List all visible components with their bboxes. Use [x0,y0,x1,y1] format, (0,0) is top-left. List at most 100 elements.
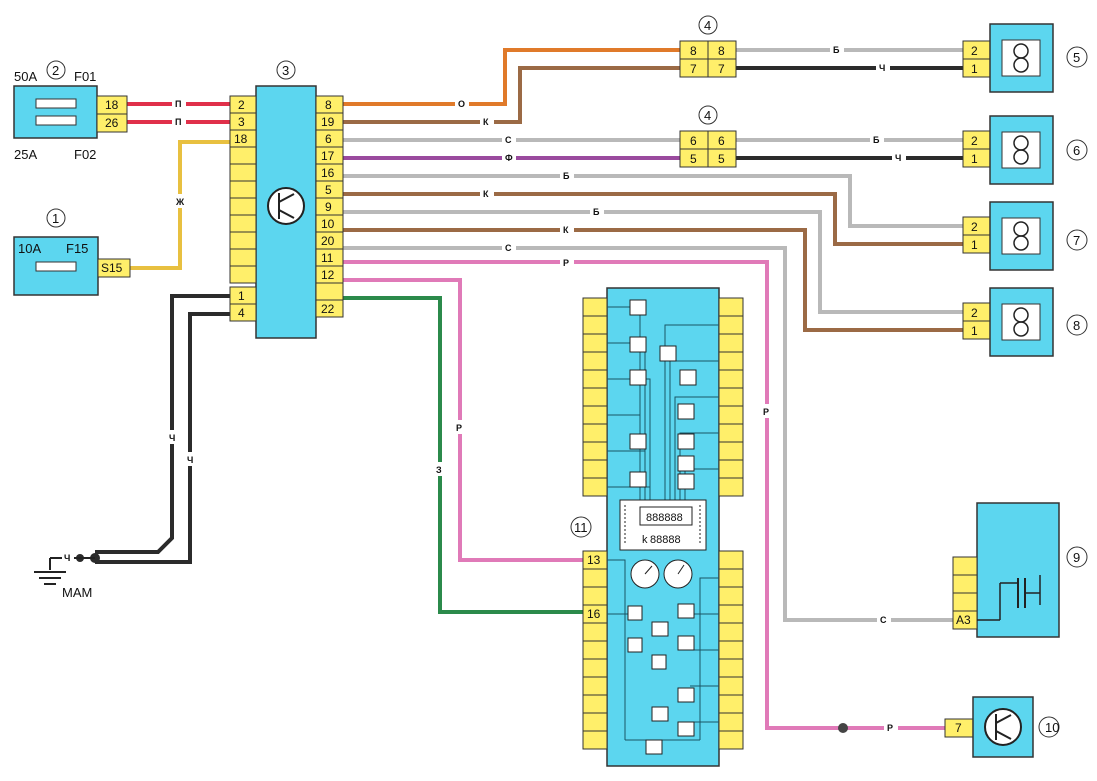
component-number: 4 [704,108,711,123]
label-text: 6 [718,134,725,148]
splice-dot-r10 [838,723,848,733]
cluster-left-connector-bottom: 13 16 [582,550,608,750]
pin-label: 2 [238,98,245,112]
component-number: 6 [1073,143,1080,158]
pin-label: 13 [587,553,601,567]
wire-label: О [458,99,465,109]
wire-label: Б [593,207,600,217]
cluster-warning-icons [629,299,697,490]
label-text: 6 [690,134,697,148]
oil-pressure-icon [677,603,695,619]
wire-label: Р [456,423,462,433]
odometer-display: 888888 [646,512,683,524]
fuse-id: F01 [74,69,96,84]
wire-z [343,296,583,614]
door-icon [629,471,647,488]
wire-r10 [343,260,945,730]
pin-label: 16 [587,607,601,621]
fuse-id: F15 [66,241,88,256]
washer-icon [677,635,695,651]
component-2-fuse-box: 18 26 50A F01 25A F02 2 [13,60,128,162]
component-8-lamp: 2 1 8 [962,287,1088,357]
fuse-rating: 25A [14,147,37,162]
right-pin-column: 8 19 6 17 16 5 9 10 20 11 12 22 [315,95,344,318]
label-text: 2 [971,44,978,58]
oil-icon [629,336,647,353]
pin-label: 18 [234,132,248,146]
label-text: 7 [690,62,697,76]
cluster-left-connector-top [582,297,608,497]
component-6-lamp: 2 1 6 [962,115,1088,185]
label-text: 1 [971,238,978,252]
wire-label: К [483,189,489,199]
pin-label: 12 [321,268,335,282]
label-text: 8 [718,44,725,58]
label-text: 7 [955,721,962,735]
wire-ch-a [95,294,230,554]
wire-label: Ф [505,153,513,163]
fuse-rating: 10A [18,241,41,256]
component-number: 5 [1073,50,1080,65]
component-1-fuse-box: S15 10A F15 1 [13,208,131,296]
component-11-instrument-cluster: 13 16 [570,287,744,767]
pin-label: S15 [101,261,123,275]
label-text: 7 [718,62,725,76]
wire-label: Ч [879,63,885,73]
heater-icon [629,433,647,450]
component-number: 10 [1045,720,1059,735]
label-text: 1 [971,324,978,338]
battery-icon [677,433,695,450]
wire-label: Б [563,171,570,181]
pin-label: 22 [321,302,335,316]
wire-label: Ч [169,433,175,443]
wire-b8 [343,210,963,314]
wire-label: Ж [175,197,185,207]
wire-s9 [343,246,953,622]
hazard-icon [651,706,669,722]
wire-label: Р [887,723,893,733]
component-number: 9 [1073,550,1080,565]
label-text: 1 [971,152,978,166]
wire-label: Ч [64,553,70,563]
pin-label: 3 [238,115,245,129]
glow-icon [651,654,667,670]
component-number: 3 [282,63,289,78]
wire-label: Р [763,407,769,417]
component-7-lamp: 2 1 7 [962,201,1088,271]
cluster-display: 888888 k 88888 [619,499,707,551]
wire-label: Б [833,45,840,55]
component-9-switch: A3 9 [952,502,1088,638]
pin-label: 8 [325,98,332,112]
label-text: 8 [690,44,697,58]
left-pin-column: 2 3 18 1 4 [229,95,257,322]
pin-label: 17 [321,149,335,163]
cluster-right-connector-top [718,297,744,497]
pin-label: 20 [321,234,335,248]
label-text: 2 [971,134,978,148]
component-number: 4 [704,18,711,33]
component-4-connector-top: 8 8 7 7 4 [679,15,737,78]
wire-label: К [563,225,569,235]
wire-labels: П П Ж Ч Ч Ч О К С Ф Б Ч Б Ч Б К Б К С Р … [62,42,906,734]
component-5-lamp: 2 1 5 [962,23,1088,93]
label-text: 2 [971,220,978,234]
wire-label: Ч [895,153,901,163]
wire-label: Б [873,135,880,145]
fuse-rating: 50A [14,69,37,84]
pin-label: 11 [321,251,334,265]
sidelight-icon [645,739,663,755]
wire-b7 [343,174,963,228]
label-text: 2 [971,306,978,320]
cluster-gauges [630,559,693,589]
pin-label: 6 [325,132,332,146]
pin-label: 1 [238,289,245,303]
pin-label: 5 [325,183,332,197]
ground-label: МАМ [62,585,92,600]
wire-label: С [505,135,512,145]
fog-lamp-icon [659,345,677,362]
pin-label: 9 [325,200,332,214]
component-number: 2 [52,63,59,78]
wire-label: Ч [187,455,193,465]
pin-label: 18 [105,98,119,112]
pin-label: 16 [321,166,335,180]
